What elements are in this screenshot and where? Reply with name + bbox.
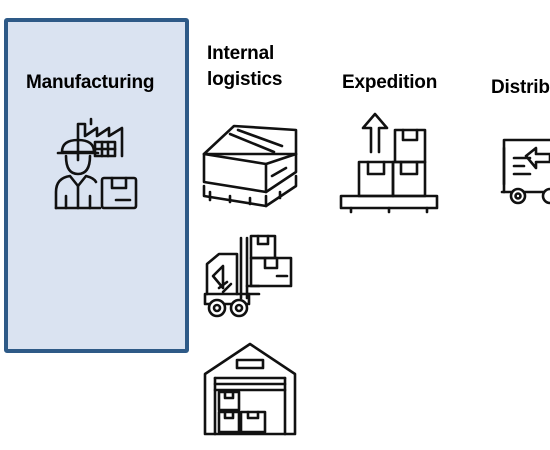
delivery-truck-icon bbox=[500, 134, 550, 205]
internal-logistics-label-line-2: logistics bbox=[207, 69, 283, 90]
expedition-label: Expedition bbox=[342, 72, 438, 93]
forklift-icon bbox=[203, 232, 297, 318]
manufacturing-label: Manufacturing bbox=[26, 72, 155, 93]
distribution-label: Distrib bbox=[491, 77, 550, 98]
manufacturing-stage-box bbox=[4, 18, 189, 353]
pallet-boxes-icon bbox=[337, 112, 441, 216]
box-icon bbox=[200, 120, 300, 212]
internal-logistics-label: Internal logistics bbox=[207, 41, 282, 93]
factory-worker-icon bbox=[52, 116, 142, 214]
internal-logistics-label-line-1: Internal bbox=[207, 43, 275, 64]
warehouse-icon bbox=[201, 340, 299, 436]
